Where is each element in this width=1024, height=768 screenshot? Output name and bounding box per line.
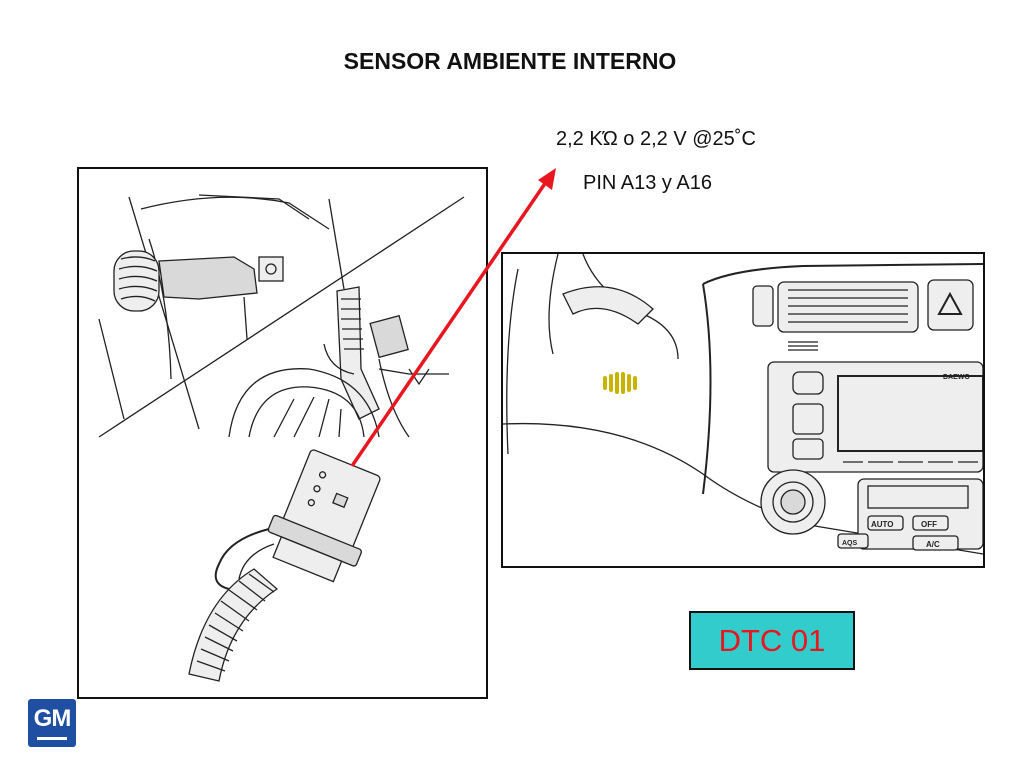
off-button-label: OFF: [921, 520, 937, 529]
sensor-location-drawing: [77, 167, 488, 699]
auto-button-label: AUTO: [871, 520, 894, 529]
ambient-sensor-grille: [603, 372, 637, 394]
gm-logo: GM: [28, 699, 76, 747]
brand-label: DAEWO: [943, 374, 970, 381]
resistance-spec: 2,2 KΏ o 2,2 V @25˚C: [556, 128, 756, 150]
pin-spec: PIN A13 y A16: [583, 172, 712, 194]
gm-logo-text: GM: [33, 705, 72, 732]
dtc-code-box: DTC 01: [689, 611, 855, 670]
connector-illustration: [98, 194, 465, 682]
dashboard-illustration: DAEWO AUTO OFF AQS A/C: [502, 253, 984, 555]
ac-button-label: A/C: [926, 540, 940, 549]
aqs-button-label: AQS: [842, 540, 858, 547]
slide-title: SENSOR AMBIENTE INTERNO: [343, 48, 677, 74]
dashboard-drawing: DAEWO AUTO OFF AQS A/C: [501, 252, 985, 568]
